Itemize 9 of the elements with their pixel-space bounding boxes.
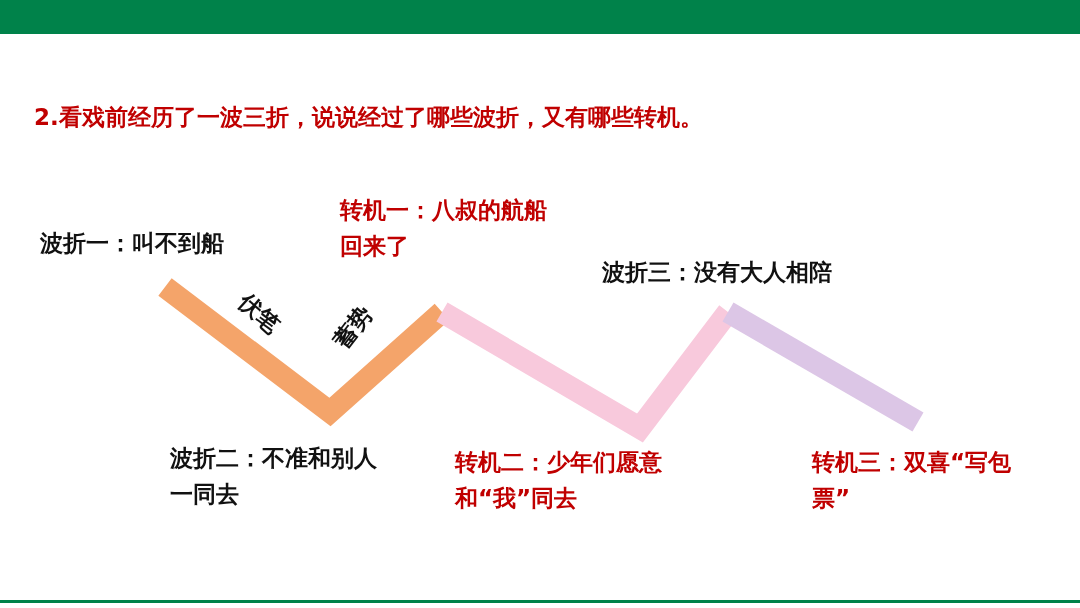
turning-point-text: 转机二：少年们愿意和“我”同去 [455,448,663,513]
turning-point-text: 转机一：八叔的航船回来了 [340,196,548,261]
annotation-text: 伏笔 [232,287,287,341]
annotation-text: 蓄势 [327,300,378,356]
setback-text: 波折三：没有大人相陪 [602,258,833,287]
turning-point-text: 转机三：双喜“写包票” [812,448,1013,513]
question-heading: 2.看戏前经历了一波三折，说说经过了哪些波折，又有哪些转机。 [34,103,703,132]
setback-text: 波折一：叫不到船 [40,229,225,258]
setback-text: 波折二：不准和别人一同去 [170,444,378,509]
